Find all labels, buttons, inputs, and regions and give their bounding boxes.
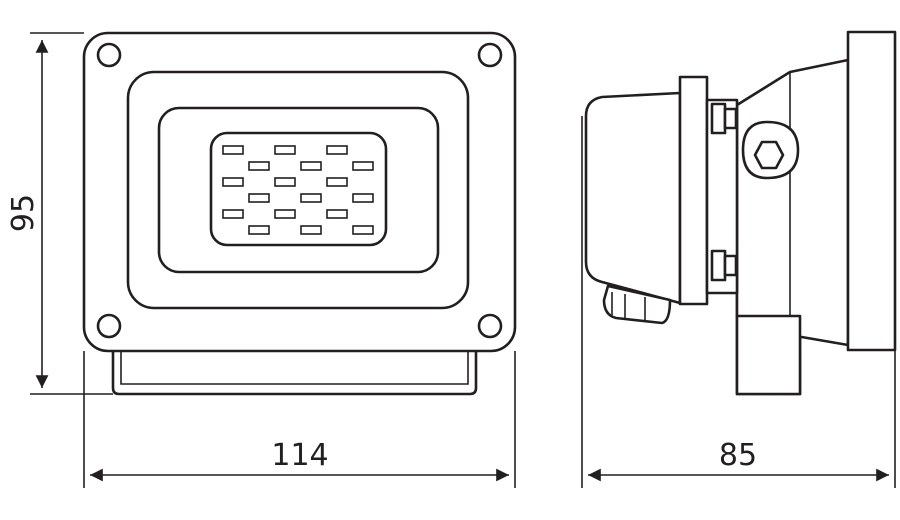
side-depth-dimension: 85 (581, 116, 896, 488)
height-dimension: 95 (6, 32, 113, 395)
side-depth-label: 85 (719, 438, 757, 473)
flange-bolt-icon (710, 102, 738, 282)
side-heatsink (735, 58, 850, 347)
front-bezel (126, 70, 470, 310)
led-array (222, 145, 374, 235)
front-bracket (111, 345, 478, 396)
front-housing (82, 31, 517, 353)
screw-hole-icon (96, 42, 503, 339)
side-flange (678, 75, 709, 306)
front-view (82, 31, 517, 396)
front-bracket-inner (120, 345, 469, 385)
cable-gland-icon (602, 284, 672, 325)
front-lens-frame (157, 106, 440, 274)
front-width-label: 114 (271, 438, 328, 473)
height-label: 95 (6, 194, 41, 232)
led-panel (209, 131, 388, 247)
side-view (584, 30, 897, 396)
side-front-plate (846, 30, 897, 352)
side-driver-box (584, 91, 682, 305)
hex-bolt-icon (741, 120, 800, 180)
front-width-dimension: 114 (83, 351, 516, 488)
